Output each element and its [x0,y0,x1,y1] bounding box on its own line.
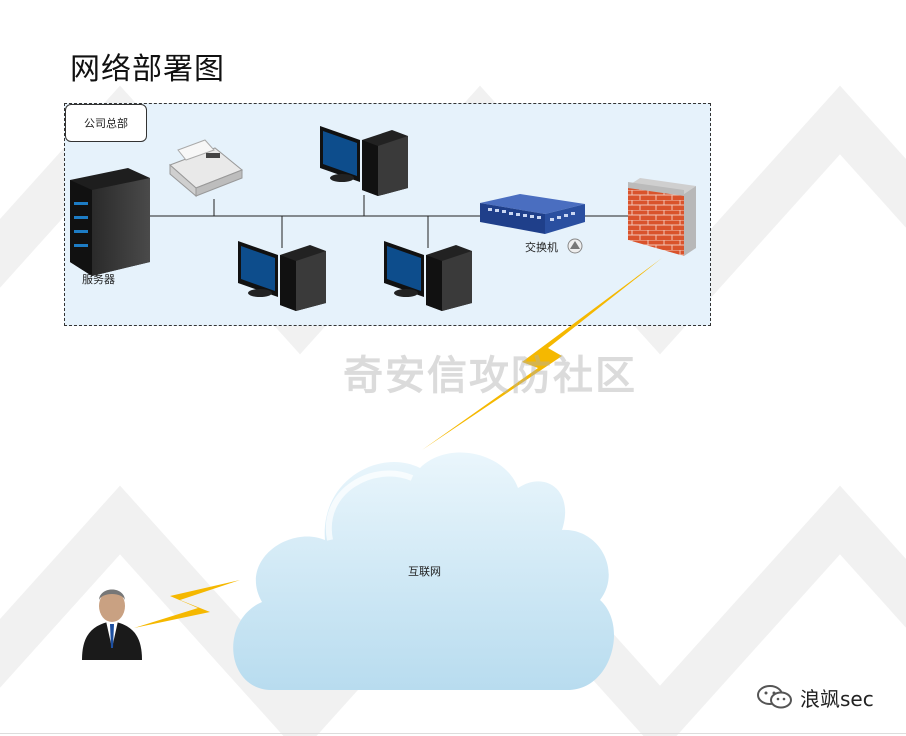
printer-icon [170,140,242,196]
server-icon [70,168,150,276]
switch-label: 交换机 [525,239,558,255]
computer-icon-left [238,241,326,311]
switch-icon [480,194,585,234]
wechat-icon [755,683,795,711]
bottom-divider [0,733,906,734]
lightning-bolt-user [134,580,240,628]
watermark-text: 奇安信攻防社区 [343,343,637,401]
brand-name: 浪飒sec [800,683,874,712]
server-label: 服务器 [82,271,115,287]
computer-icon-right [384,241,472,311]
user-icon [82,590,142,661]
firewall-icon [628,178,696,256]
collapse-toggle-icon [568,239,582,253]
internet-label: 互联网 [408,563,441,579]
computer-icon-top [320,126,408,196]
